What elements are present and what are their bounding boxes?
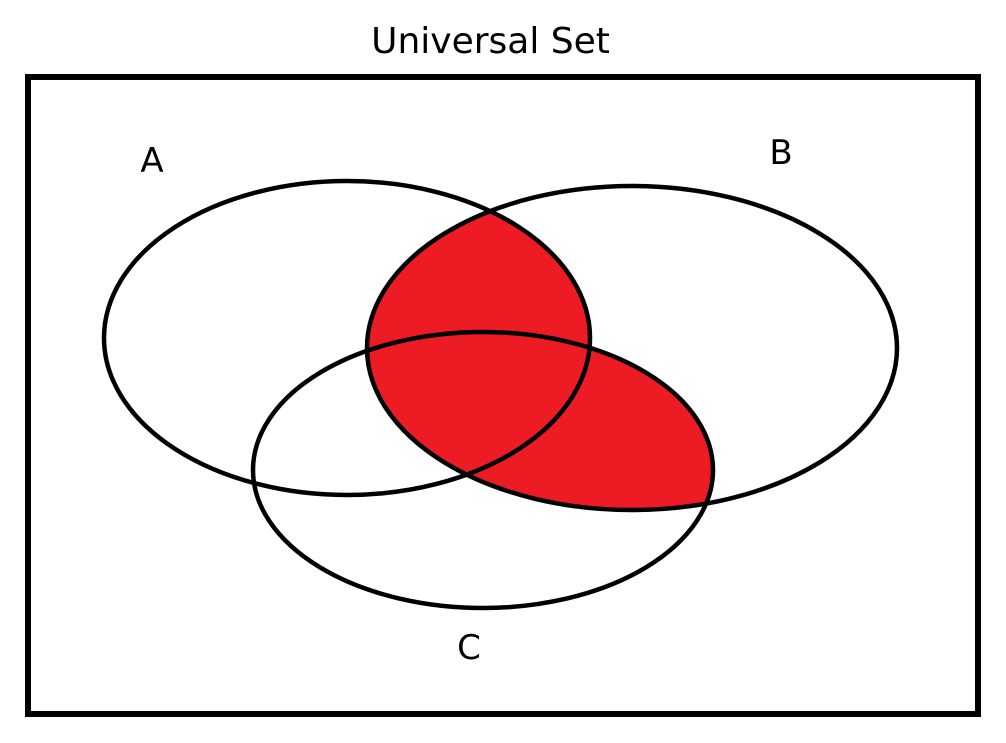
diagram-title: Universal Set (371, 21, 610, 62)
universal-set-border (25, 74, 981, 717)
set-c-label: C (457, 628, 481, 668)
set-c-ellipse (250, 329, 716, 611)
set-a-label: A (140, 141, 164, 181)
set-b-ellipse (364, 183, 900, 513)
set-a-ellipse (101, 178, 593, 498)
set-b-label: B (769, 133, 793, 173)
